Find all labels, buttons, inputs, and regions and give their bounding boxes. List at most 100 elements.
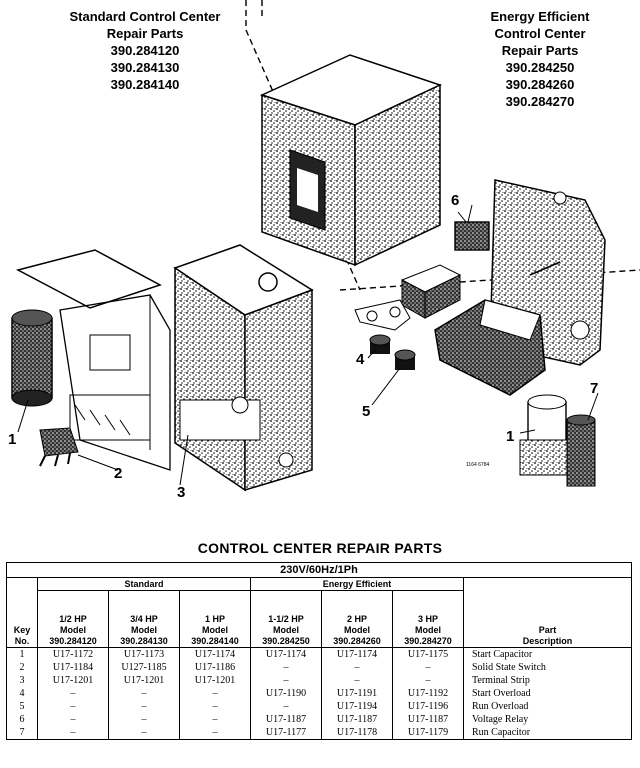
table-row: 3 U17-1201 U17-1201 U17-1201 – – – Termi… xyxy=(6,674,632,687)
description-cell: Voltage Relay xyxy=(463,713,632,726)
col1-number: 390.284120 xyxy=(49,636,97,646)
standard-model-3: 390.284140 xyxy=(110,77,180,92)
part-cell: U17-1192 xyxy=(392,687,464,700)
part-cell: U17-1191 xyxy=(321,687,393,700)
col-header-3: 1 HP Model 390.284140 xyxy=(179,590,251,648)
part-cell: U17-1179 xyxy=(392,726,464,740)
callout-3: 3 xyxy=(177,484,185,501)
voltage-relay xyxy=(454,204,490,251)
callout-1-right: 1 xyxy=(506,428,514,445)
part-cell: U17-1194 xyxy=(321,700,393,713)
description-cell: Terminal Strip xyxy=(463,674,632,687)
part-cell: – xyxy=(321,661,393,674)
description-cell: Solid State Switch xyxy=(463,661,632,674)
part-cell: – xyxy=(37,713,109,726)
col1-hp: 1/2 HP xyxy=(59,614,87,624)
table-row: 7 – – – U17-1177 U17-1178 U17-1179 Run C… xyxy=(6,726,632,740)
part-cell: – xyxy=(108,726,180,740)
col6-number: 390.284270 xyxy=(404,636,452,646)
col6-hp: 3 HP xyxy=(417,614,438,624)
description-cell: Run Overload xyxy=(463,700,632,713)
part-cell: U17-1173 xyxy=(108,647,180,661)
key-header: Key No. xyxy=(6,577,38,648)
callout-2: 2 xyxy=(114,465,122,482)
part-cell: U17-1177 xyxy=(250,726,322,740)
part-cell: U17-1175 xyxy=(392,647,464,661)
col4-hp: 1-1/2 HP xyxy=(268,614,304,624)
col5-hp: 2 HP xyxy=(346,614,367,624)
part-cell: – xyxy=(250,661,322,674)
description-cell: Start Overload xyxy=(463,687,632,700)
part-cell: U17-1190 xyxy=(250,687,322,700)
energy-group-header: Energy Efficient xyxy=(250,577,464,591)
figure-id: 1164 6784 xyxy=(466,462,489,468)
run-overload xyxy=(394,349,416,370)
part-cell: U17-1178 xyxy=(321,726,393,740)
overload-bracket xyxy=(354,299,411,331)
part-cell: U17-1187 xyxy=(321,713,393,726)
col2-hp: 3/4 HP xyxy=(130,614,158,624)
callout-7: 7 xyxy=(590,380,598,397)
run-capacitor xyxy=(566,414,596,487)
start-overload xyxy=(369,334,391,354)
part-cell: – xyxy=(179,713,251,726)
part-cell: – xyxy=(37,687,109,700)
part-cell: – xyxy=(321,674,393,687)
part-cell: U17-1187 xyxy=(392,713,464,726)
standard-parts-header: Standard Control Center Repair Parts 390… xyxy=(40,8,250,93)
standard-group-header: Standard xyxy=(37,577,251,591)
energy-title-line3: Repair Parts xyxy=(501,43,579,58)
energy-control-base xyxy=(434,179,606,396)
energy-title-line1: Energy Efficient xyxy=(490,9,590,24)
description-header: Part Description xyxy=(463,577,632,648)
description-cell: Run Capacitor xyxy=(463,726,632,740)
terminal-block xyxy=(400,264,462,319)
part-cell: – xyxy=(179,700,251,713)
key-cell: 3 xyxy=(6,674,38,687)
col-header-2: 3/4 HP Model 390.284130 xyxy=(108,590,180,648)
col-header-1: 1/2 HP Model 390.284120 xyxy=(37,590,109,648)
key-cell: 2 xyxy=(6,661,38,674)
part-cell: U17-1196 xyxy=(392,700,464,713)
exploded-parts-diagram: 1 2 3 4 5 6 7 1 1164 6784 xyxy=(8,0,640,501)
description-header-line2: Description xyxy=(522,636,573,646)
col3-model: Model xyxy=(202,625,228,635)
col-header-4: 1-1/2 HP Model 390.284250 xyxy=(250,590,322,648)
col5-number: 390.284260 xyxy=(333,636,381,646)
part-cell: – xyxy=(250,700,322,713)
callout-6: 6 xyxy=(451,192,459,209)
table-row: 4 – – – U17-1190 U17-1191 U17-1192 Start… xyxy=(6,687,632,700)
part-cell: – xyxy=(392,661,464,674)
key-header-line1: Key xyxy=(13,625,31,635)
key-header-line2: No. xyxy=(14,636,30,646)
standard-model-1: 390.284120 xyxy=(110,43,180,58)
start-capacitor-energy xyxy=(519,394,576,476)
key-cell: 6 xyxy=(6,713,38,726)
part-cell: U17-1201 xyxy=(37,674,109,687)
standard-model-2: 390.284130 xyxy=(110,60,180,75)
table-row: 2 U17-1184 U127-1185 U17-1186 – – – Soli… xyxy=(6,661,632,674)
part-cell: – xyxy=(37,726,109,740)
standard-title-line1: Standard Control Center xyxy=(69,9,221,24)
description-header-line1: Part xyxy=(538,625,557,635)
energy-cover-box xyxy=(259,54,443,267)
energy-title-line2: Control Center xyxy=(494,26,586,41)
energy-model-1: 390.284250 xyxy=(505,60,575,75)
part-cell: – xyxy=(392,674,464,687)
callout-4: 4 xyxy=(356,351,365,368)
description-cell: Start Capacitor xyxy=(463,647,632,661)
part-cell: U17-1201 xyxy=(108,674,180,687)
table-row: 6 – – – U17-1187 U17-1187 U17-1187 Volta… xyxy=(6,713,632,726)
key-cell: 4 xyxy=(6,687,38,700)
part-cell: – xyxy=(250,674,322,687)
col3-number: 390.284140 xyxy=(191,636,239,646)
col5-model: Model xyxy=(344,625,370,635)
part-cell: U17-1184 xyxy=(37,661,109,674)
start-capacitor-standard xyxy=(11,309,53,407)
standard-housing xyxy=(173,244,314,492)
voltage-header: 230V/60Hz/1Ph xyxy=(6,562,632,578)
col4-model: Model xyxy=(273,625,299,635)
part-cell: – xyxy=(179,687,251,700)
repair-parts-table: 230V/60Hz/1Ph Key No. Standard Energy Ef… xyxy=(6,562,632,740)
table-row: 1 U17-1172 U17-1173 U17-1174 U17-1174 U1… xyxy=(6,647,632,661)
